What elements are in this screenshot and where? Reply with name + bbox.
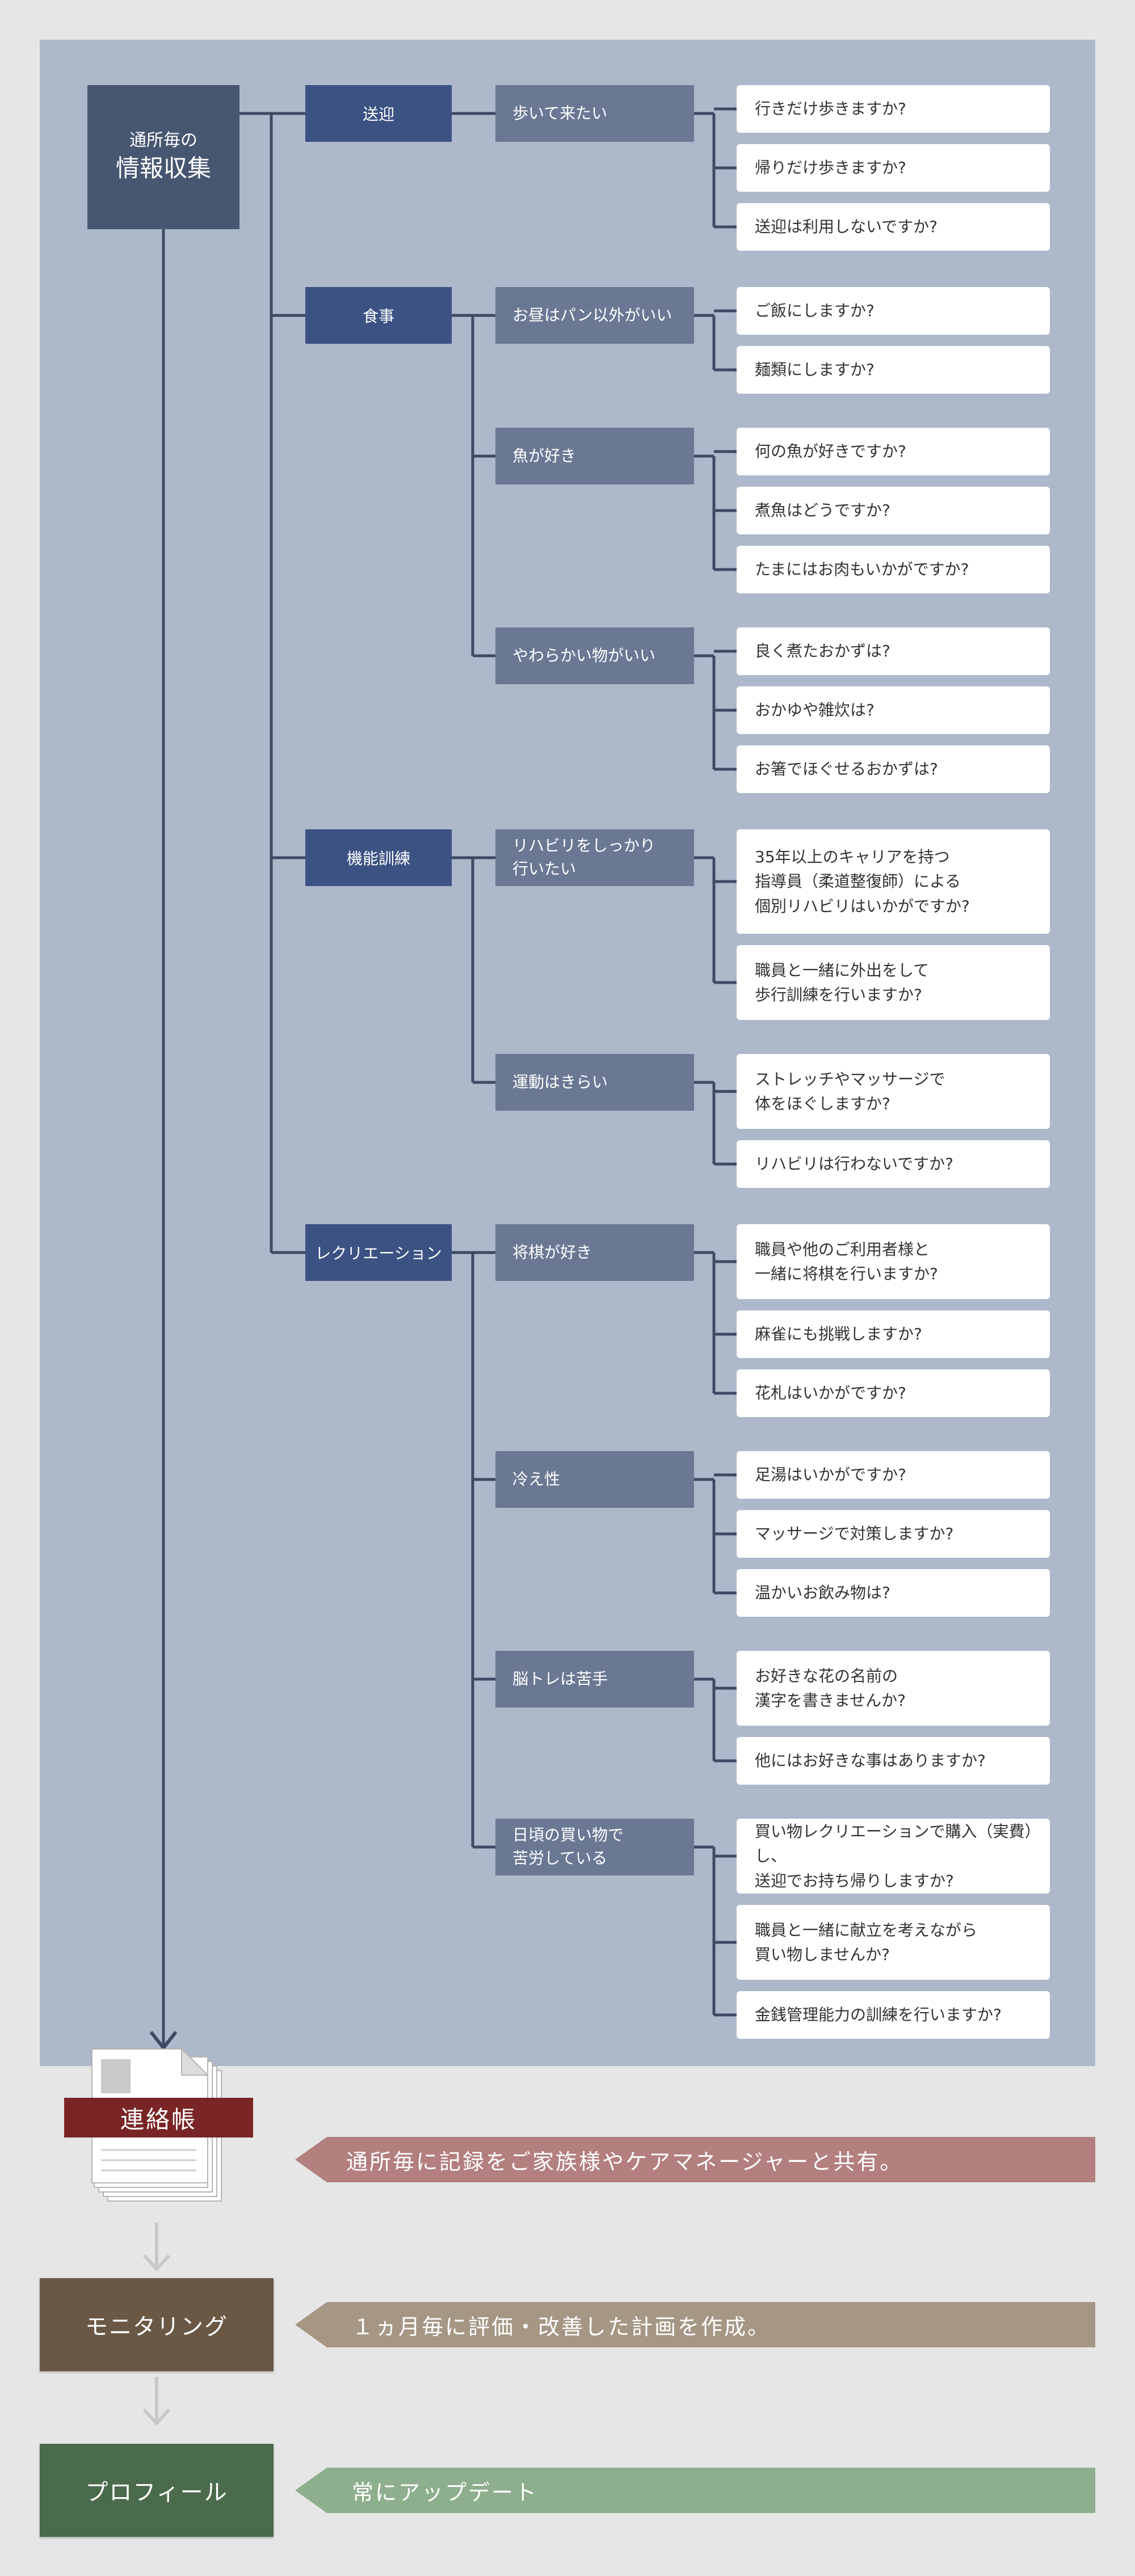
info-collection-panel: 通所毎の 情報収集 送迎歩いて来たい行きだけ歩きますか? 帰りだけ歩きますか? 送迎… (40, 40, 1095, 2066)
question-box: リハビリは行わないですか? (737, 1140, 1050, 1188)
condition-box: 運動はきらい (495, 1054, 694, 1111)
question-box: 麺類にしますか? (737, 346, 1050, 394)
root-node: 通所毎の 情報収集 (87, 85, 239, 229)
category-box: 食事 (305, 287, 452, 344)
monitoring-box: モニタリング (40, 2278, 274, 2371)
question-box: ストレッチやマッサージで 体をほぐしますか? (737, 1054, 1050, 1129)
question-box: 職員と一緒に献立を考えながら 買い物しませんか? (737, 1905, 1050, 1980)
question-box: 他にはお好きな事はありますか? (737, 1737, 1050, 1785)
question-box: たまにはお肉もいかがですか? (737, 546, 1050, 593)
question-box: 花札はいかがですか? (737, 1369, 1050, 1417)
root-line1: 通所毎の (129, 130, 197, 151)
question-box: 足湯はいかがですか? (737, 1451, 1050, 1499)
question-box: 職員や他のご利用者様と 一緒に将棋を行いますか? (737, 1224, 1050, 1299)
question-box: 麻雀にも挑戦しますか? (737, 1310, 1050, 1358)
question-box: 行きだけ歩きますか? (737, 85, 1050, 133)
condition-box: 歩いて来たい (495, 85, 694, 142)
category-box: 機能訓練 (305, 829, 452, 886)
category-box: 送迎 (305, 85, 452, 142)
question-box: ご飯にしますか? (737, 287, 1050, 335)
condition-box: やわらかい物がいい (495, 627, 694, 684)
question-box: 何の魚が好きですか? (737, 428, 1050, 475)
condition-box: 将棋が好き (495, 1224, 694, 1281)
question-box: 煮魚はどうですか? (737, 487, 1050, 534)
condition-box: 魚が好き (495, 428, 694, 484)
profile-banner (295, 2468, 1095, 2513)
condition-box: 冷え性 (495, 1451, 694, 1508)
down-arrow-icon (149, 2031, 178, 2051)
question-box: 良く煮たおかずは? (737, 627, 1050, 675)
condition-box: リハビリをしっかり 行いたい (495, 829, 694, 886)
renrakucho-banner (295, 2137, 1095, 2182)
category-box: レクリエーション (305, 1224, 452, 1281)
monitoring-banner (295, 2302, 1095, 2347)
down-arrow-icon (142, 2223, 171, 2272)
condition-box: 日頃の買い物で 苦労している (495, 1819, 694, 1875)
tree-connectors (149, 107, 737, 2051)
question-box: お箸でほぐせるおかずは? (737, 745, 1050, 793)
renrakucho-note: 通所毎に記録をご家族様やケアマネージャーと共有。 (346, 2149, 903, 2174)
profile-box: プロフィール (40, 2444, 274, 2537)
renrakucho-label: 連絡帳 (64, 2098, 253, 2137)
question-box: 35年以上のキャリアを持つ 指導員（柔道整復師）による 個別リハビリはいかがです… (737, 829, 1050, 934)
question-box: 温かいお飲み物は? (737, 1569, 1050, 1617)
question-box: 送迎は利用しないですか? (737, 203, 1050, 251)
condition-box: 脳トレは苦手 (495, 1651, 694, 1708)
down-arrow-icon (142, 2377, 171, 2426)
monitoring-note: １ヵ月毎に評価・改善した計画を作成。 (352, 2314, 771, 2339)
question-box: おかゆや雑炊は? (737, 686, 1050, 734)
question-box: 帰りだけ歩きますか? (737, 144, 1050, 192)
question-box: マッサージで対策しますか? (737, 1510, 1050, 1558)
question-box: 買い物レクリエーションで購入（実費）し、 送迎でお持ち帰りしますか? (737, 1819, 1050, 1894)
question-box: お好きな花の名前の 漢字を書きませんか? (737, 1651, 1050, 1726)
profile-note: 常にアップデート (352, 2480, 539, 2505)
condition-box: お昼はパン以外がいい (495, 287, 694, 344)
root-line2: 情報収集 (115, 154, 211, 182)
question-box: 金銭管理能力の訓練を行いますか? (737, 1991, 1050, 2039)
question-box: 職員と一緒に外出をして 歩行訓練を行いますか? (737, 945, 1050, 1020)
